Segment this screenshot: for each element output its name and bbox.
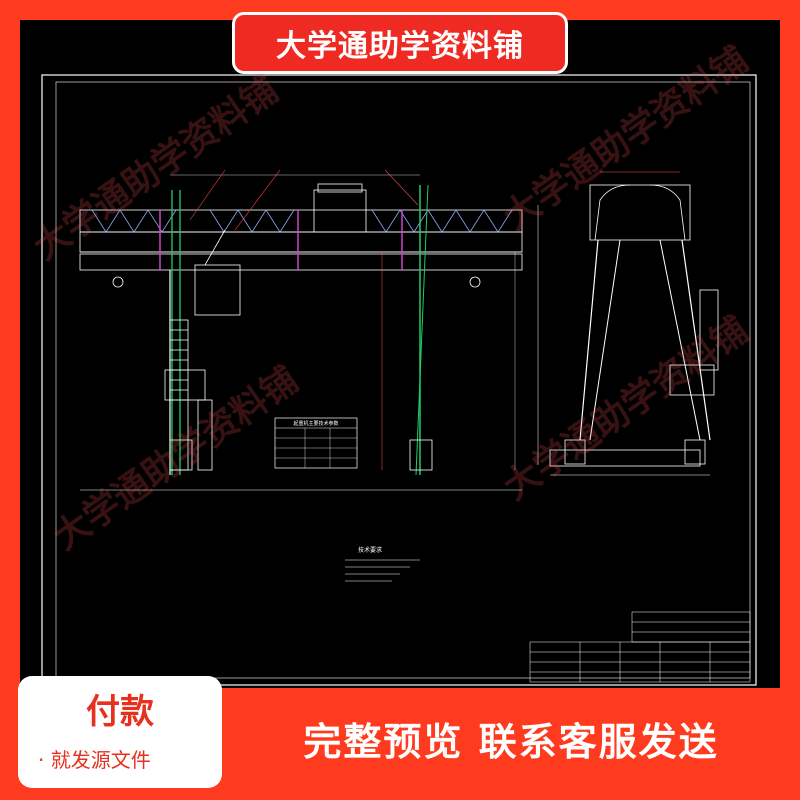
- payment-subtitle: · 就发源文件: [38, 748, 151, 772]
- notes-title: 技术要求: [358, 546, 382, 554]
- parameter-table: 起重机主要技术参数: [274, 417, 358, 469]
- footer-message: 完整预览 联系客服发送: [303, 719, 719, 764]
- inner-border: [55, 81, 751, 679]
- payment-card: 付款 · 就发源文件: [18, 676, 222, 788]
- side-elevation: [537, 171, 719, 476]
- drawing-border: [41, 74, 757, 686]
- technical-notes: 技术要求: [345, 546, 420, 582]
- table-title: 起重机主要技术参数: [293, 420, 338, 427]
- store-banner: 大学通助学资料铺: [232, 12, 568, 74]
- front-elevation: [79, 169, 523, 491]
- payment-title: 付款: [86, 692, 154, 732]
- crane-drawing: 起重机主要技术参数 技术要求: [41, 74, 757, 686]
- title-block: [529, 611, 751, 683]
- cad-drawing-canvas: 起重机主要技术参数 技术要求: [20, 20, 780, 688]
